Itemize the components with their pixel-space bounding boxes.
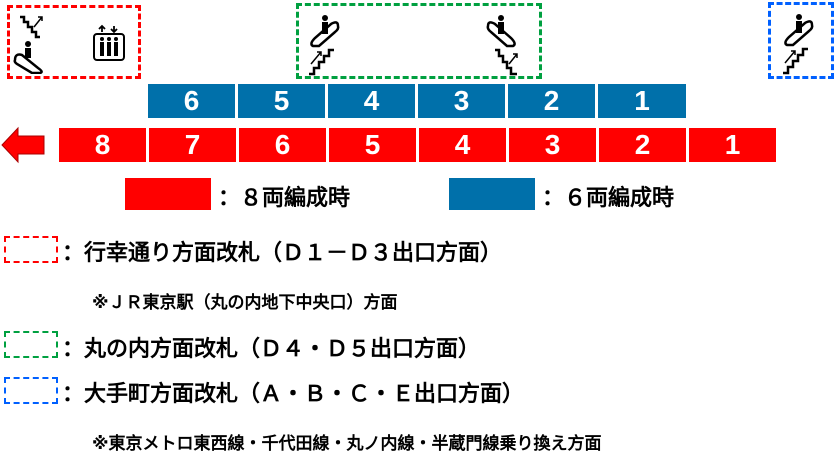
legend-swatch-six [449, 178, 535, 210]
elevator-icon [93, 24, 125, 61]
escalator-icon [310, 15, 340, 48]
stairs-up-icon [309, 48, 334, 76]
car-5: 5 [329, 128, 416, 162]
stairs-up-icon [20, 15, 43, 39]
car-3: 3 [418, 84, 505, 118]
escalator-icon [784, 14, 814, 47]
note-sub-blue: ※東京メトロ東西線・千代田線・丸ノ内線・半蔵門線乗り換え方面 [92, 434, 602, 454]
car-5: 5 [238, 84, 325, 118]
direction-arrow-left-icon [1, 126, 45, 164]
car-7: 7 [149, 128, 236, 162]
car-4: 4 [328, 84, 415, 118]
gate-box-red [7, 5, 141, 79]
car-6: 6 [239, 128, 326, 162]
note-gate-blue: ：大手町方面改札（Ａ・Ｂ・Ｃ・Ｅ出口方面） [62, 382, 525, 407]
car-2: 2 [508, 84, 595, 118]
stairs-up-icon [495, 48, 518, 76]
escalator-icon [13, 41, 43, 74]
note-gate-red: ：行幸通り方面改札（Ｄ１－Ｄ３出口方面） [62, 241, 503, 266]
legend-label-six: ：６両編成時 [542, 186, 675, 211]
gate-box-blue [768, 2, 834, 79]
note-box-blue [4, 377, 58, 404]
gate-box-green [296, 3, 542, 79]
legend-swatch-eight [125, 178, 211, 210]
car-2: 2 [599, 128, 686, 162]
note-gate-green: ：丸の内方面改札（Ｄ４・Ｄ５出口方面） [62, 337, 481, 362]
car-8: 8 [59, 128, 146, 162]
car-1: 1 [689, 128, 776, 162]
car-6: 6 [148, 84, 235, 118]
note-box-green [4, 331, 58, 358]
car-1: 1 [598, 84, 686, 118]
car-4: 4 [419, 128, 506, 162]
car-3: 3 [509, 128, 596, 162]
legend-label-eight: ：８両編成時 [218, 186, 351, 211]
escalator-icon [486, 15, 516, 48]
stairs-up-icon [783, 47, 808, 75]
note-box-red [4, 236, 58, 263]
note-sub-red: ※ＪＲ東京駅（丸の内地下中央口）方面 [92, 293, 398, 313]
